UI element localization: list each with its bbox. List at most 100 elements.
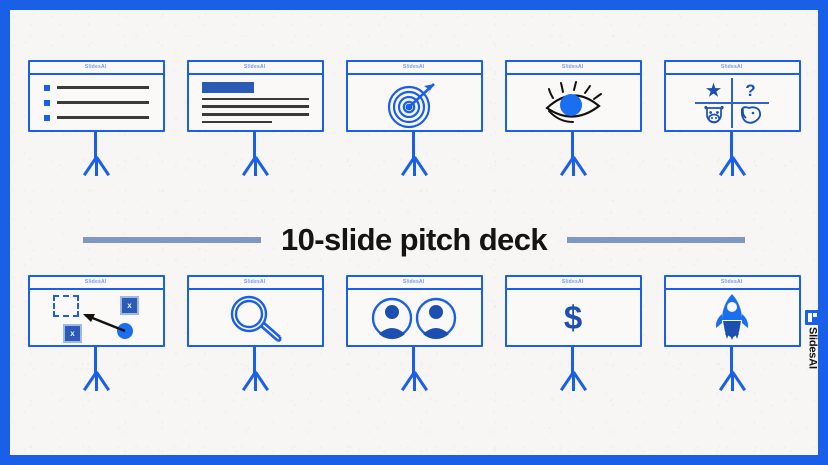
slide-body-10 — [666, 290, 799, 345]
slide-screen-4[interactable]: SlidesAI — [504, 60, 642, 132]
slide-header-bar-8: SlidesAI — [347, 277, 481, 290]
easel-slide-4[interactable]: SlidesAI — [504, 60, 642, 178]
magnifier-icon — [230, 295, 282, 342]
bullet-square-icon — [43, 114, 50, 121]
slide-screen-2[interactable]: SlidesAI — [186, 60, 324, 132]
slide-body-5: ★ ? — [666, 75, 799, 130]
easel-stand-icon — [702, 132, 762, 178]
easel-slide-2[interactable]: SlidesAI — [186, 60, 324, 178]
easel-stand-icon — [543, 132, 603, 178]
slide-screen-7[interactable]: SlidesAI — [186, 275, 324, 347]
slidesai-logo-icon — [805, 310, 820, 325]
slide-header-bar-1: SlidesAI — [29, 62, 163, 75]
drag-arrow-icon — [83, 313, 126, 332]
bullet-text-line — [56, 101, 149, 104]
bullet-list — [30, 84, 163, 121]
eye-icon — [545, 80, 602, 123]
title-band: 10-slide pitch deck — [10, 215, 818, 265]
easel-stand-icon — [225, 347, 285, 393]
slide-body-6: x x — [30, 290, 163, 345]
slide-body-8 — [348, 290, 481, 345]
slide-header-label-8: SlidesAI — [403, 279, 425, 285]
easel-slide-10[interactable]: SlidesAI — [663, 275, 801, 393]
slide-header-bar-9: SlidesAI — [506, 277, 640, 290]
slide-header-bar-4: SlidesAI — [506, 62, 640, 75]
easel-stand-icon — [384, 132, 444, 178]
slide-body-3 — [348, 75, 481, 130]
easel-slide-6[interactable]: SlidesAI x x — [27, 275, 165, 393]
slide-body-1 — [30, 75, 163, 130]
rocket-icon — [715, 293, 749, 340]
slide-header-label-10: SlidesAI — [721, 279, 743, 285]
slide-header-bar-5: SlidesAI — [665, 62, 799, 75]
text-block — [189, 81, 322, 124]
slide-header-label-4: SlidesAI — [562, 64, 584, 70]
easel-slide-1[interactable]: SlidesAI — [27, 60, 165, 178]
slide-body-7 — [189, 290, 322, 345]
easel-stand-icon — [66, 347, 126, 393]
easel-slide-7[interactable]: SlidesAI — [186, 275, 324, 393]
quadrant-cell-2: ? — [732, 78, 769, 103]
slide-header-label-2: SlidesAI — [244, 64, 266, 70]
slide-header-label-5: SlidesAI — [721, 64, 743, 70]
slide-screen-5[interactable]: SlidesAI ★ ? — [663, 60, 801, 132]
slide-screen-6[interactable]: SlidesAI x x — [27, 275, 165, 347]
easel-slide-9[interactable]: SlidesAI $ — [504, 275, 642, 393]
bullet-text-line — [56, 116, 149, 119]
slide-header-label-7: SlidesAI — [244, 279, 266, 285]
target-arrow-icon — [387, 82, 435, 128]
quadrant-grid: ★ ? — [695, 77, 769, 128]
slide-row-top: SlidesAI — [10, 60, 818, 178]
quadrant-horizontal-divider — [695, 101, 769, 104]
star-icon: ★ — [705, 80, 722, 100]
cow-icon — [703, 105, 724, 124]
slide-header-bar-3: SlidesAI — [347, 62, 481, 75]
easel-slide-5[interactable]: SlidesAI ★ ? — [663, 60, 801, 178]
quadrant-cell-4 — [732, 103, 769, 128]
easel-stand-icon — [225, 132, 285, 178]
slide-screen-3[interactable]: SlidesAI — [345, 60, 483, 132]
easel-slide-3[interactable]: SlidesAI — [345, 60, 483, 178]
text-line — [201, 120, 273, 124]
title-rule-right — [566, 237, 745, 243]
slide-screen-10[interactable]: SlidesAI — [663, 275, 801, 347]
quadrant-cell-1: ★ — [695, 78, 732, 103]
slide-screen-1[interactable]: SlidesAI — [27, 60, 165, 132]
bullet-square-icon — [43, 99, 50, 106]
slide-header-bar-6: SlidesAI — [29, 277, 163, 290]
slide-screen-8[interactable]: SlidesAI — [345, 275, 483, 347]
heading-placeholder — [201, 81, 254, 93]
person-avatar-right — [415, 297, 457, 339]
slide-header-bar-2: SlidesAI — [188, 62, 322, 75]
easel-stand-icon — [384, 347, 444, 393]
drag-drop-illustration: x x — [41, 291, 151, 345]
text-line — [201, 105, 309, 108]
bullet-item — [43, 84, 149, 91]
slide-header-label-1: SlidesAI — [85, 64, 107, 70]
dog-icon — [740, 106, 761, 124]
slide-row-bottom: SlidesAI x x — [10, 275, 818, 393]
page-title: 10-slide pitch deck — [281, 222, 548, 257]
person-avatar-left — [371, 297, 413, 339]
slide-body-2 — [189, 75, 322, 130]
drop-target-placeholder — [53, 294, 79, 317]
brand-name: SlidesAI — [806, 327, 819, 369]
slide-header-label-3: SlidesAI — [403, 64, 425, 70]
marked-square-2: x — [63, 323, 82, 343]
easel-stand-icon — [66, 132, 126, 178]
slide-header-bar-7: SlidesAI — [188, 277, 322, 290]
slide-header-label-9: SlidesAI — [562, 279, 584, 285]
easel-stand-icon — [543, 347, 603, 393]
slide-body-4 — [507, 75, 640, 130]
title-rule-left — [83, 237, 261, 243]
text-line — [201, 97, 309, 101]
bullet-item — [43, 99, 149, 106]
easel-slide-8[interactable]: SlidesAI — [345, 275, 483, 393]
dollar-sign-symbol: $ — [563, 299, 583, 336]
slide-screen-9[interactable]: SlidesAI $ — [504, 275, 642, 347]
slide-header-bar-10: SlidesAI — [665, 277, 799, 290]
brand-logo[interactable]: SlidesAI — [805, 310, 820, 369]
bullet-text-line — [56, 86, 149, 89]
bullet-square-icon — [43, 84, 50, 91]
